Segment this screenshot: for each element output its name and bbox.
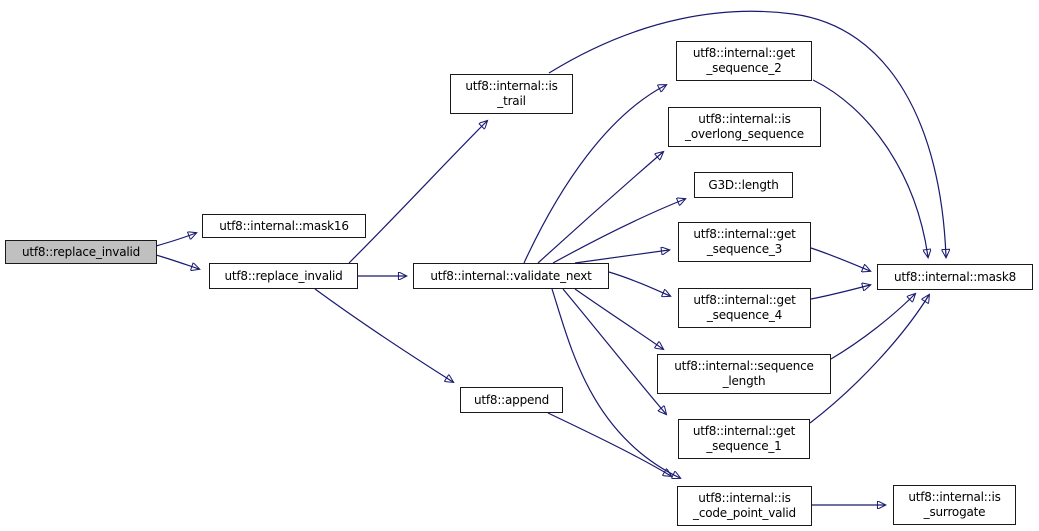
edge-sequence-length-to-mask8: [830, 294, 915, 360]
edge-is-trail-to-mask8: [548, 10, 946, 257]
edge-validate-next-to-is-overlong-sequence: [537, 152, 663, 264]
edge-get-sequence-1-to-mask8: [809, 295, 929, 424]
edge-append-to-is-code-point-valid: [547, 412, 671, 476]
edge-get-sequence-3-to-mask8: [810, 247, 870, 271]
edge-replace-invalid-to-is-trail: [348, 121, 487, 264]
node-g3d-length[interactable]: G3D::length: [694, 172, 793, 198]
node-utf8-internal-sequence-length[interactable]: utf8::internal::sequence _length: [657, 354, 831, 394]
node-utf8-replace-invalid[interactable]: utf8::replace_invalid: [209, 263, 358, 289]
node-utf8-append[interactable]: utf8::append: [460, 387, 563, 413]
edge-validate-next-to-get-sequence-3: [574, 250, 669, 264]
node-utf8-internal-is-trail[interactable]: utf8::internal::is _trail: [450, 74, 573, 114]
node-utf8-internal-validate-next[interactable]: utf8::internal::validate_next: [413, 263, 609, 289]
node-utf8-internal-mask8[interactable]: utf8::internal::mask8: [877, 264, 1033, 290]
edge-root-to-mask16: [155, 233, 196, 247]
edge-validate-next-to-get-sequence-4: [608, 271, 670, 296]
edge-replace-invalid-to-append: [314, 288, 453, 382]
node-utf8-internal-get-sequence-4[interactable]: utf8::internal::get _sequence_4: [678, 288, 811, 328]
node-utf8-internal-get-sequence-3[interactable]: utf8::internal::get _sequence_3: [678, 222, 811, 262]
node-utf8-internal-is-overlong-sequence[interactable]: utf8::internal::is _overlong_sequence: [668, 107, 821, 147]
edge-get-sequence-2-to-mask8: [812, 79, 928, 257]
edge-validate-next-to-is-code-point-valid: [551, 288, 680, 478]
edge-validate-next-to-sequence-length: [574, 288, 663, 349]
edge-validate-next-to-get-sequence-2: [523, 85, 666, 264]
edge-root-to-replace-invalid: [155, 254, 199, 269]
node-utf8-internal-mask16[interactable]: utf8::internal::mask16: [202, 214, 366, 238]
node-utf8-internal-is-code-point-valid[interactable]: utf8::internal::is _code_point_valid: [677, 486, 812, 526]
edge-validate-next-to-get-sequence-1: [562, 288, 666, 414]
node-utf8-internal-get-sequence-1[interactable]: utf8::internal::get _sequence_1: [678, 419, 810, 459]
node-utf8-internal-get-sequence-2[interactable]: utf8::internal::get _sequence_2: [676, 41, 812, 81]
node-utf8-replace-invalid-root[interactable]: utf8::replace_invalid: [5, 240, 157, 264]
edge-validate-next-to-g3d-length: [552, 199, 685, 264]
edge-get-sequence-4-to-mask8: [810, 285, 870, 300]
node-utf8-internal-is-surrogate[interactable]: utf8::internal::is _surrogate: [893, 485, 1016, 525]
